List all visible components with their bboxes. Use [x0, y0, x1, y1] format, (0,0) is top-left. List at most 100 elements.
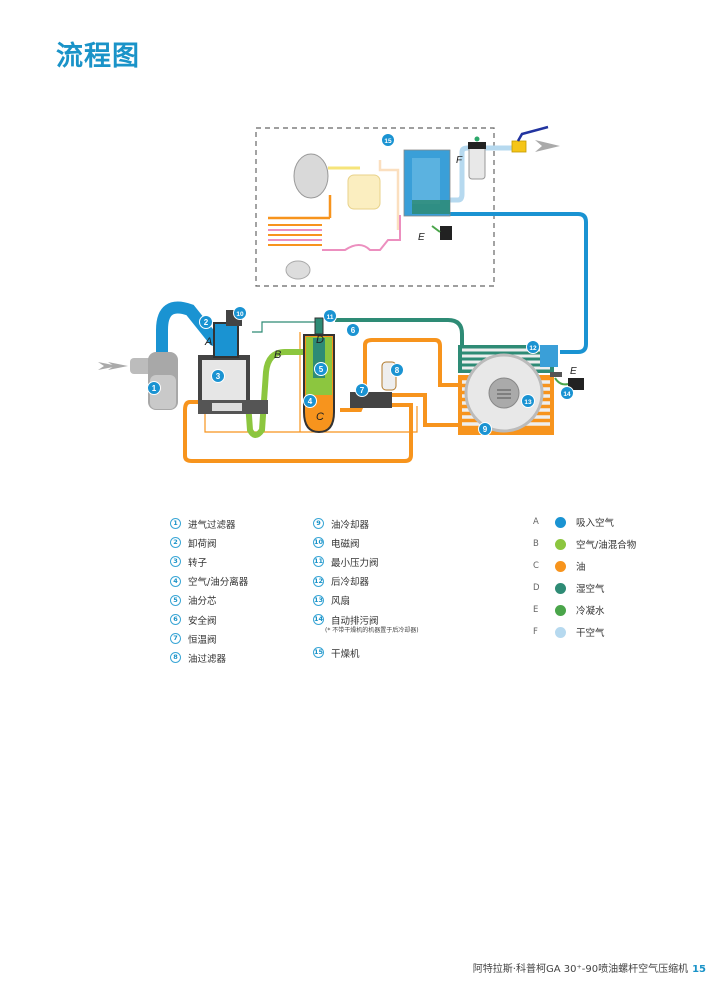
wet-air-pipe	[335, 318, 464, 345]
component-label: 油分芯	[188, 596, 217, 608]
component-item: 7 恒温阀	[170, 629, 248, 648]
component-number-badge: 14	[313, 614, 324, 626]
component-label: 油过滤器	[188, 653, 227, 665]
flow-color-dot	[555, 582, 566, 594]
component-number-badge: 11	[313, 556, 324, 568]
flow-label-e-dryer: E	[418, 232, 425, 243]
svg-text:15: 15	[384, 138, 392, 145]
flow-label-c: C	[316, 411, 324, 423]
component-label: 最小压力阀	[331, 557, 379, 569]
svg-text:3: 3	[216, 372, 221, 381]
flow-label-d: D	[316, 334, 324, 346]
flow-letter: F	[533, 627, 538, 637]
dryer-fan	[285, 260, 311, 280]
flow-color-dot	[555, 626, 566, 638]
component-number-badge: 8	[170, 652, 181, 664]
badge-14: 14	[560, 386, 574, 400]
component-number-badge: 1	[170, 518, 181, 530]
component-label: 风扇	[331, 596, 351, 608]
thermostatic-valve	[350, 392, 392, 408]
compressor-element	[198, 310, 268, 414]
svg-text:6: 6	[351, 326, 356, 335]
flow-label: 湿空气	[576, 584, 605, 595]
svg-text:10: 10	[236, 311, 244, 318]
air-oil-pipe	[245, 349, 306, 438]
svg-text:13: 13	[524, 399, 532, 406]
component-label: 干燥机	[331, 648, 360, 660]
flow-color-dot	[555, 516, 566, 528]
badge-5: 5	[314, 362, 328, 376]
component-label: 转子	[188, 557, 208, 569]
component-item: 3 转子	[170, 552, 248, 571]
oil-injection-line	[204, 400, 418, 433]
dry-air-filter	[468, 144, 486, 180]
badge-8: 8	[390, 363, 404, 377]
oil-cooler-pipe	[340, 338, 458, 412]
badge-4: 4	[303, 394, 317, 408]
badge-7: 7	[355, 383, 369, 397]
flow-label: 冷凝水	[576, 606, 605, 617]
cooled-air-pipe	[450, 212, 588, 354]
dry-air-pipe	[450, 145, 520, 203]
flow-letter: D	[533, 583, 540, 593]
outlet-arrow-icon	[535, 140, 560, 152]
outlet-valve	[511, 140, 527, 153]
component-number-badge: 12	[313, 575, 324, 587]
dryer-boundary	[255, 127, 495, 287]
component-number-badge: 13	[313, 594, 324, 606]
flow-letter: B	[533, 539, 539, 549]
component-label: 恒温阀	[188, 634, 217, 646]
flow-label-b: B	[274, 349, 281, 361]
component-label: 电磁阀	[331, 538, 360, 550]
component-item: 2 卸荷阀	[170, 533, 248, 552]
component-number-badge: 6	[170, 614, 181, 626]
badge-2: 2	[199, 315, 213, 329]
page-number: 15	[692, 964, 706, 975]
svg-text:2: 2	[204, 318, 209, 327]
dryer-condenser	[268, 215, 401, 251]
component-number-badge: 4	[170, 575, 181, 587]
footer-text: 阿特拉斯·科普柯GA 30⁺-90喷油螺杆空气压缩机	[472, 964, 689, 975]
dryer-compressor	[293, 153, 329, 199]
flow-label-f: F	[456, 155, 463, 166]
component-label: 后冷却器	[331, 577, 370, 589]
component-label: 进气过滤器	[188, 519, 236, 531]
component-label: 卸荷阀	[188, 538, 217, 550]
component-number-badge: 2	[170, 537, 181, 549]
component-item: 4 空气/油分离器	[170, 572, 248, 591]
badge-13: 13	[521, 394, 535, 408]
component-item: 12 后冷却器	[313, 572, 419, 591]
component-label: 空气/油分离器	[188, 577, 249, 589]
page-title: 流程图	[56, 41, 140, 72]
flow-label: 油	[576, 562, 586, 573]
cooling-fan	[464, 353, 544, 433]
svg-text:1: 1	[152, 384, 157, 393]
component-number-badge: 7	[170, 633, 181, 645]
flow-color-dot	[555, 560, 566, 572]
badge-6: 6	[346, 323, 360, 337]
component-item: 1 进气过滤器	[170, 514, 248, 533]
badge-10: 10	[233, 306, 247, 320]
component-number-badge: 3	[170, 556, 181, 568]
auto-drain-valve	[550, 372, 584, 390]
component-item: 8 油过滤器	[170, 648, 248, 667]
flow-color-dot	[555, 538, 566, 550]
flow-legend-item: D 湿空气	[533, 577, 636, 599]
svg-text:5: 5	[319, 365, 324, 374]
oil-return-pipe	[183, 400, 413, 463]
svg-text:14: 14	[563, 391, 571, 398]
component-note: (* 不带干燥机的机器置于后冷却器)	[325, 627, 419, 635]
svg-text:8: 8	[395, 366, 400, 375]
